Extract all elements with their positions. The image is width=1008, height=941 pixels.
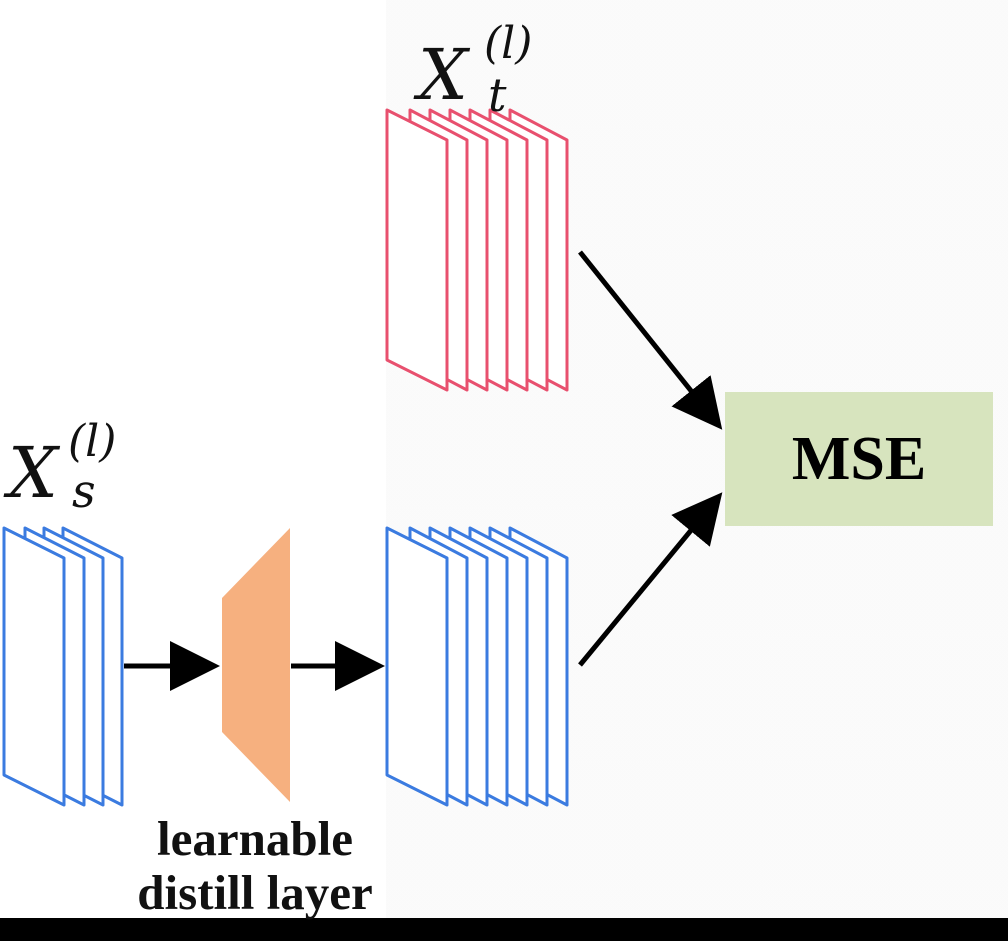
distilled-feature-map bbox=[385, 526, 449, 807]
student-label-base: X bbox=[8, 432, 58, 514]
distilled-feature-map-stack bbox=[385, 526, 569, 807]
teacher-label-superscript: (l) bbox=[484, 18, 533, 69]
teacher-label-subscript: t bbox=[488, 68, 507, 122]
distill-caption-line-2: distill layer bbox=[137, 865, 373, 920]
distill-caption-line-1: learnable bbox=[157, 811, 353, 866]
teacher-feature-map bbox=[385, 108, 449, 392]
mse-label: MSE bbox=[791, 424, 927, 493]
student-label-superscript: (l) bbox=[68, 416, 117, 467]
student-feature-map-stack bbox=[2, 526, 124, 807]
arrow-right-icon bbox=[578, 492, 723, 667]
student-feature-map bbox=[2, 526, 66, 807]
teacher-feature-map-stack bbox=[385, 108, 569, 392]
student-label-subscript: s bbox=[72, 464, 96, 518]
mse-loss-box: MSE bbox=[725, 392, 993, 526]
distill-layer-shape bbox=[222, 528, 290, 802]
arrow-right-icon bbox=[578, 250, 723, 430]
teacher-label-base: X bbox=[418, 34, 468, 116]
teacher-feature-label: X (l) t bbox=[418, 18, 548, 119]
student-feature-label: X (l) s bbox=[8, 420, 138, 520]
distill-layer-caption: learnable distill layer bbox=[100, 812, 410, 920]
